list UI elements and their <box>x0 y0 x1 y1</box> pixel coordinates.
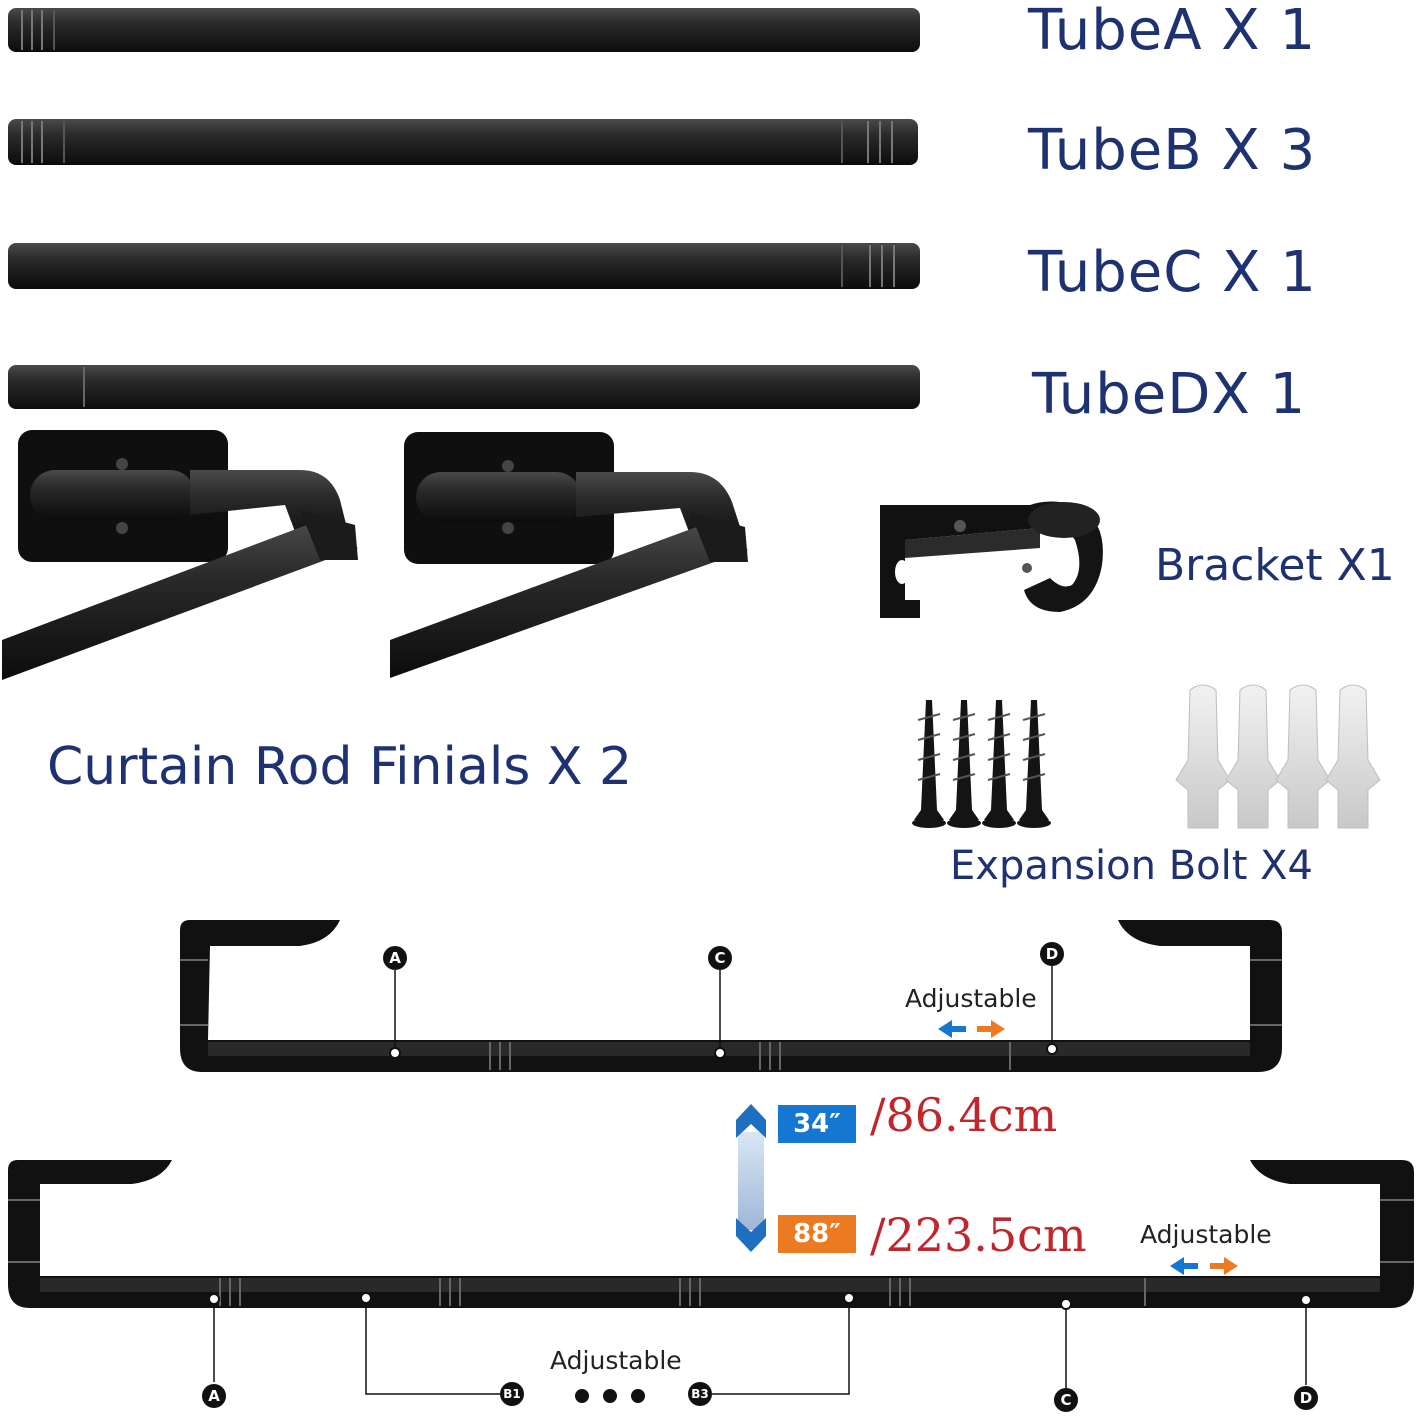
max-inch-box <box>778 1215 856 1253</box>
min-cm-value: /86.4cm <box>870 1088 1058 1142</box>
finial-right-image <box>390 432 748 678</box>
finial-left-image <box>2 430 358 680</box>
short-marker-d: D <box>1040 942 1064 966</box>
min-inch-value: 34″ <box>793 1109 841 1139</box>
assembly-long-diagram <box>8 1160 1414 1403</box>
size-range-arrow <box>736 1104 766 1252</box>
anchors-image <box>1175 684 1381 829</box>
long-marker-d: D <box>1294 1386 1318 1410</box>
long-adjustable-right-label: Adjustable <box>1140 1220 1272 1249</box>
long-marker-b3: B3 <box>688 1382 712 1406</box>
tube-c-label: TubeC X 1 <box>1028 240 1317 305</box>
short-marker-c: C <box>708 946 732 970</box>
adjust-arrows-short <box>938 1020 1005 1038</box>
long-adjustable-bottom-label: Adjustable <box>550 1346 682 1375</box>
tube-b-image <box>8 119 918 165</box>
tube-a-label: TubeA X 1 <box>1028 0 1317 63</box>
tube-b-label: TubeB X 3 <box>1028 118 1317 183</box>
tube-d-label: TubeDX 1 <box>1032 362 1307 427</box>
expansion-bolt-label: Expansion Bolt X4 <box>950 843 1313 889</box>
tube-c-image <box>8 243 920 289</box>
bracket-label: Bracket X1 <box>1155 540 1395 591</box>
adjust-arrows-long <box>1170 1257 1238 1275</box>
max-cm-value: /223.5cm <box>870 1208 1087 1262</box>
bracket-image <box>880 501 1103 618</box>
assembly-short-diagram <box>180 920 1282 1072</box>
screws-image <box>912 700 1051 828</box>
min-inch-box <box>778 1105 856 1143</box>
tube-d-image <box>8 365 920 409</box>
long-marker-a: A <box>202 1384 226 1408</box>
short-adjustable-label: Adjustable <box>905 984 1037 1013</box>
long-marker-b1: B1 <box>500 1382 524 1406</box>
finials-label: Curtain Rod Finials X 2 <box>47 737 633 797</box>
short-marker-a: A <box>383 946 407 970</box>
tube-a-image <box>8 8 920 52</box>
long-marker-c: C <box>1054 1388 1078 1412</box>
max-inch-value: 88″ <box>793 1219 841 1249</box>
